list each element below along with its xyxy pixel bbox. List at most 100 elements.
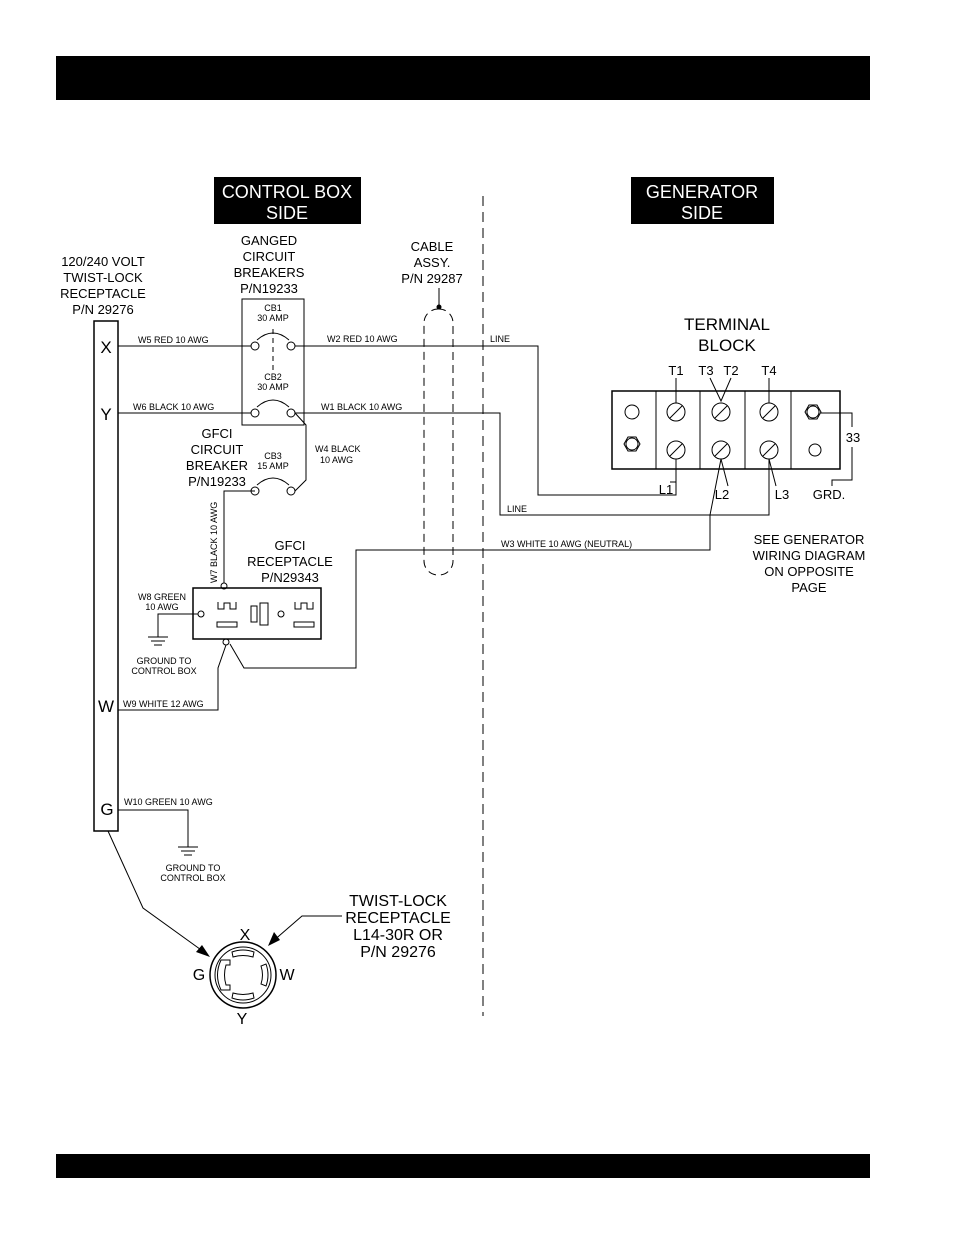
pin-x: X: [100, 338, 111, 357]
svg-text:TERMINAL: TERMINAL: [684, 315, 770, 334]
terminal-block: [611, 390, 841, 470]
wire-w2: W2 RED 10 AWG LINE: [295, 334, 677, 496]
svg-text:WIRING DIAGRAM: WIRING DIAGRAM: [753, 548, 866, 563]
svg-text:BLOCK: BLOCK: [698, 336, 756, 355]
svg-text:RECEPTACLE: RECEPTACLE: [247, 554, 333, 569]
receptacle-120-240-label: 120/240 VOLT TWIST-LOCK RECEPTACLE P/N 2…: [60, 254, 146, 317]
wire-w1: W1 BLACK 10 AWG LINE: [295, 402, 770, 516]
svg-text:W6 BLACK 10 AWG: W6 BLACK 10 AWG: [133, 402, 214, 412]
svg-text:P/N 29276: P/N 29276: [360, 944, 436, 961]
bottom-footer-bar: [56, 1154, 870, 1178]
svg-text:W9 WHITE 12 AWG: W9 WHITE 12 AWG: [123, 699, 204, 709]
svg-text:30 AMP: 30 AMP: [257, 313, 289, 323]
svg-text:T4: T4: [761, 363, 776, 378]
wire-w6: W6 BLACK 10 AWG: [118, 402, 251, 414]
plug-g: G: [193, 967, 205, 984]
svg-text:W4 BLACK: W4 BLACK: [315, 444, 361, 454]
svg-text:T2: T2: [723, 363, 738, 378]
svg-text:P/N 29287: P/N 29287: [401, 271, 462, 286]
svg-text:L2: L2: [715, 487, 729, 502]
svg-text:CONTROL BOX: CONTROL BOX: [222, 182, 352, 202]
gfci-receptacle-label: GFCI RECEPTACLE P/N29343: [247, 538, 333, 585]
cable-assembly: [423, 288, 454, 576]
svg-text:W8 GREEN: W8 GREEN: [138, 592, 186, 602]
wire-w8-ground: W8 GREEN 10 AWG GROUND TO CONTROL BOX: [131, 592, 198, 676]
receptacle-terminal-strip: X Y W G: [93, 320, 119, 832]
svg-text:TWIST-LOCK: TWIST-LOCK: [63, 270, 143, 285]
svg-text:SIDE: SIDE: [681, 203, 723, 223]
svg-text:LINE: LINE: [507, 504, 527, 514]
svg-text:P/N19233: P/N19233: [188, 474, 246, 489]
svg-text:L1: L1: [659, 482, 673, 497]
wire-w7: W7 BLACK 10 AWG: [209, 490, 255, 583]
svg-text:GFCI: GFCI: [274, 538, 305, 553]
plug-x: X: [240, 927, 251, 944]
svg-text:GROUND TO: GROUND TO: [166, 863, 221, 873]
plug-y: Y: [237, 1011, 248, 1028]
wire-w4: W4 BLACK 10 AWG: [294, 412, 361, 492]
gfci-circuit-breaker: CB3 15 AMP: [250, 451, 296, 496]
svg-text:CABLE: CABLE: [411, 239, 454, 254]
svg-text:33: 33: [846, 430, 860, 445]
svg-text:GRD.: GRD.: [813, 487, 846, 502]
wire-w9: W9 WHITE 12 AWG: [118, 644, 227, 711]
svg-text:RECEPTACLE: RECEPTACLE: [345, 910, 451, 927]
see-generator-note: SEE GENERATOR WIRING DIAGRAM ON OPPOSITE…: [753, 532, 866, 595]
svg-text:SEE GENERATOR: SEE GENERATOR: [754, 532, 865, 547]
svg-text:LINE: LINE: [490, 334, 510, 344]
svg-text:BREAKER: BREAKER: [186, 458, 248, 473]
svg-text:P/N 29276: P/N 29276: [72, 302, 133, 317]
svg-text:120/240 VOLT: 120/240 VOLT: [61, 254, 145, 269]
wire-w3: W3 WHITE 10 AWG (NEUTRAL): [229, 458, 722, 669]
control-box-side-header: CONTROL BOX SIDE: [214, 177, 361, 224]
svg-text:T1: T1: [668, 363, 683, 378]
generator-side-header: GENERATOR SIDE: [631, 177, 774, 224]
pin-y: Y: [100, 405, 111, 424]
svg-text:15 AMP: 15 AMP: [257, 461, 289, 471]
cable-assy-label: CABLE ASSY. P/N 29287: [401, 239, 462, 286]
svg-text:10 AWG: 10 AWG: [320, 455, 353, 465]
svg-text:L3: L3: [775, 487, 789, 502]
terminal-block-label: TERMINAL BLOCK: [684, 315, 770, 355]
svg-text:TWIST-LOCK: TWIST-LOCK: [349, 893, 447, 910]
svg-text:ASSY.: ASSY.: [414, 255, 451, 270]
ganged-breakers-label: GANGED CIRCUIT BREAKERS P/N19233: [234, 233, 305, 296]
svg-text:W5 RED 10 AWG: W5 RED 10 AWG: [138, 335, 209, 345]
svg-text:30 AMP: 30 AMP: [257, 382, 289, 392]
top-header-bar: [56, 56, 870, 100]
svg-text:CB2: CB2: [264, 372, 282, 382]
svg-text:W1 BLACK 10 AWG: W1 BLACK 10 AWG: [321, 402, 402, 412]
svg-text:BREAKERS: BREAKERS: [234, 265, 305, 280]
pin-w: W: [98, 697, 114, 716]
plug-arrows: [107, 830, 342, 957]
twist-lock-plug: X Y W G: [193, 927, 296, 1028]
ganged-circuit-breakers: CB1 30 AMP CB2 30 AMP: [241, 298, 305, 426]
svg-text:ON OPPOSITE: ON OPPOSITE: [764, 564, 854, 579]
svg-text:L14-30R OR: L14-30R OR: [353, 927, 443, 944]
svg-text:RECEPTACLE: RECEPTACLE: [60, 286, 146, 301]
svg-text:CONTROL BOX: CONTROL BOX: [160, 873, 225, 883]
svg-text:W10 GREEN 10 AWG: W10 GREEN 10 AWG: [124, 797, 213, 807]
pin-g: G: [100, 800, 113, 819]
wire-w5: W5 RED 10 AWG: [118, 335, 251, 347]
svg-text:GENERATOR: GENERATOR: [646, 182, 758, 202]
svg-text:T3: T3: [698, 363, 713, 378]
svg-text:CB1: CB1: [264, 303, 282, 313]
terminal-labels: T1 T3 T2 T4 L1 L2 L3 GRD. 33: [659, 363, 860, 502]
svg-text:GANGED: GANGED: [241, 233, 297, 248]
svg-text:P/N29343: P/N29343: [261, 570, 319, 585]
svg-text:W7 BLACK 10 AWG: W7 BLACK 10 AWG: [209, 502, 219, 583]
svg-text:PAGE: PAGE: [791, 580, 826, 595]
svg-text:SIDE: SIDE: [266, 203, 308, 223]
svg-text:CIRCUIT: CIRCUIT: [243, 249, 296, 264]
gfci-breaker-label: GFCI CIRCUIT BREAKER P/N19233: [186, 426, 248, 489]
svg-text:W3 WHITE 10 AWG (NEUTRAL): W3 WHITE 10 AWG (NEUTRAL): [501, 539, 632, 549]
svg-text:W2 RED 10 AWG: W2 RED 10 AWG: [327, 334, 398, 344]
svg-text:10 AWG: 10 AWG: [145, 602, 178, 612]
twist-lock-receptacle-label: TWIST-LOCK RECEPTACLE L14-30R OR P/N 292…: [345, 893, 451, 961]
gfci-receptacle: [192, 582, 322, 646]
svg-text:GROUND TO: GROUND TO: [137, 656, 192, 666]
plug-w: W: [279, 967, 295, 984]
svg-text:CONTROL BOX: CONTROL BOX: [131, 666, 196, 676]
